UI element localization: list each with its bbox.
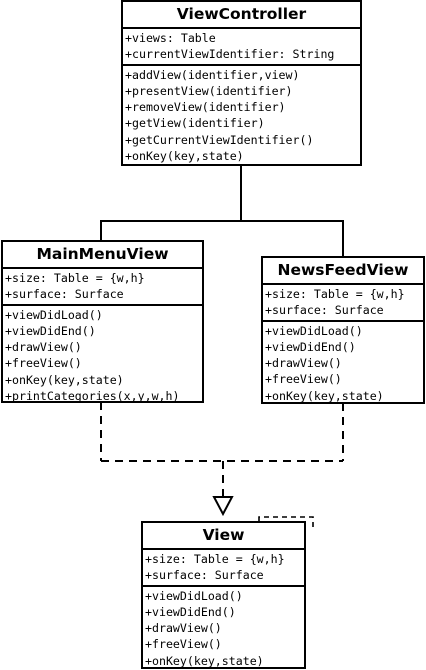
class-name: MainMenuView bbox=[3, 242, 202, 269]
operation: +viewDidLoad() bbox=[265, 323, 363, 338]
operation: +freeView() bbox=[265, 372, 342, 387]
operation: +onKey(key,state) bbox=[145, 653, 264, 668]
operation: +drawView() bbox=[5, 340, 82, 355]
operation: +viewDidEnd() bbox=[5, 323, 96, 338]
attribute: +currentViewIdentifier: String bbox=[125, 47, 335, 62]
class-name: View bbox=[143, 523, 304, 550]
operation: +getView(identifier) bbox=[125, 116, 265, 131]
operation: +drawView() bbox=[265, 356, 342, 371]
attribute: +views: Table bbox=[125, 31, 216, 45]
class-name: ViewController bbox=[123, 2, 360, 29]
attribute: +size: Table = {w,h} bbox=[145, 552, 285, 566]
realization-arrowhead bbox=[212, 496, 234, 517]
operations-section: +viewDidLoad() +viewDidEnd() +drawView()… bbox=[3, 306, 202, 403]
operation: +onKey(key,state) bbox=[125, 149, 244, 164]
operation: +viewDidLoad() bbox=[145, 588, 243, 603]
attribute: +size: Table = {w,h} bbox=[265, 287, 405, 301]
operation: +onKey(key,state) bbox=[265, 388, 384, 403]
class-name: NewsFeedView bbox=[263, 258, 423, 285]
operation: +freeView() bbox=[145, 637, 222, 652]
attribute: +surface: Surface bbox=[5, 287, 124, 302]
class-main-menu-view: MainMenuView +size: Table = {w,h} +surfa… bbox=[1, 240, 204, 403]
attributes-section: +views: Table +currentViewIdentifier: St… bbox=[123, 29, 360, 66]
template-tab bbox=[258, 516, 314, 529]
operation: +freeView() bbox=[5, 356, 82, 371]
operation: +viewDidLoad() bbox=[5, 307, 103, 322]
attribute: +surface: Surface bbox=[145, 568, 264, 583]
attributes-section: +size: Table = {w,h} +surface: Surface bbox=[263, 285, 423, 322]
operation: +addView(identifier,view) bbox=[125, 67, 300, 82]
class-view: View +size: Table = {w,h} +surface: Surf… bbox=[141, 521, 306, 669]
operations-section: +viewDidLoad() +viewDidEnd() +drawView()… bbox=[263, 322, 423, 403]
operation: +viewDidEnd() bbox=[265, 339, 356, 354]
operation: +printCategories(x,y,w,h) bbox=[5, 389, 180, 403]
attributes-section: +size: Table = {w,h} +surface: Surface bbox=[143, 550, 304, 587]
operation: +presentView(identifier) bbox=[125, 83, 293, 98]
operation: +viewDidEnd() bbox=[145, 604, 236, 619]
operation: +getCurrentViewIdentifier() bbox=[125, 132, 314, 147]
class-view-controller: ViewController +views: Table +currentVie… bbox=[121, 0, 362, 166]
operations-section: +addView(identifier,view) +presentView(i… bbox=[123, 66, 360, 164]
attributes-section: +size: Table = {w,h} +surface: Surface bbox=[3, 269, 202, 306]
attribute: +surface: Surface bbox=[265, 303, 384, 318]
operation: +removeView(identifier) bbox=[125, 100, 286, 115]
operation: +drawView() bbox=[145, 621, 222, 636]
operation: +onKey(key,state) bbox=[5, 372, 124, 387]
operations-section: +viewDidLoad() +viewDidEnd() +drawView()… bbox=[143, 587, 304, 668]
class-news-feed-view: NewsFeedView +size: Table = {w,h} +surfa… bbox=[261, 256, 425, 404]
attribute: +size: Table = {w,h} bbox=[5, 271, 145, 285]
